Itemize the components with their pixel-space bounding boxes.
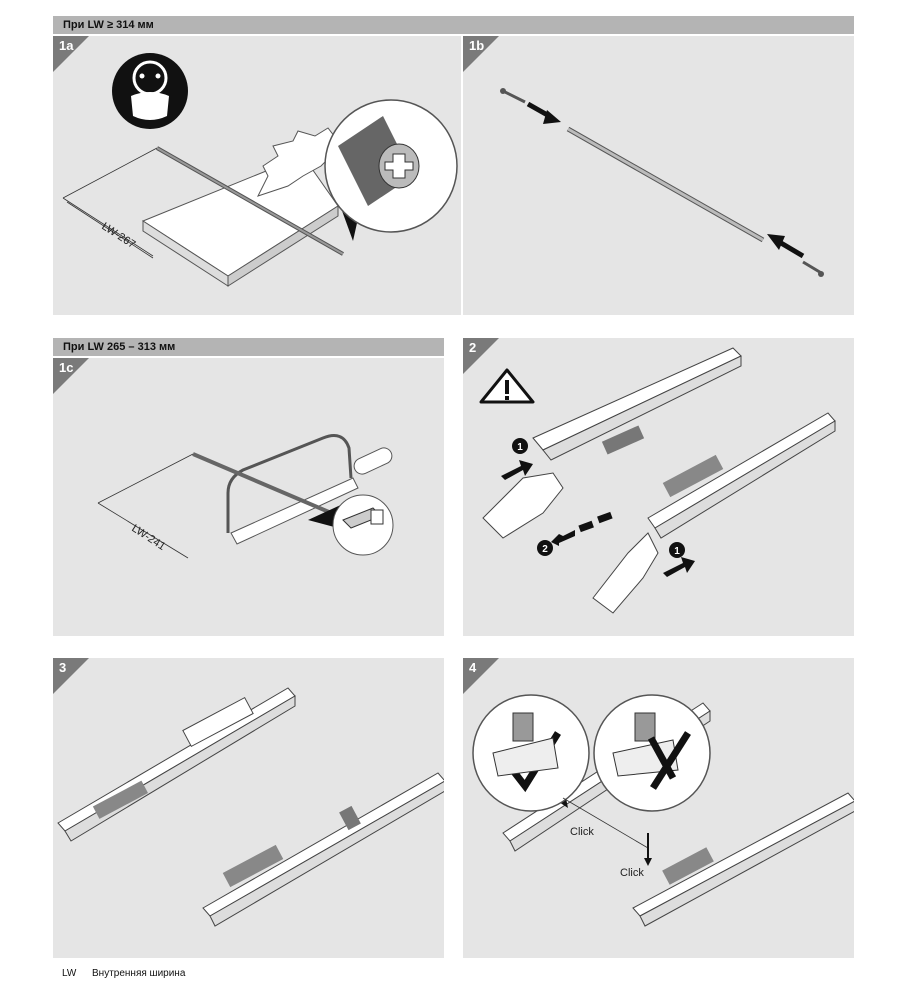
step-number: 2 — [469, 340, 477, 355]
clip-detail-wrong — [612, 712, 679, 777]
legend-abbr: LW — [62, 968, 77, 979]
section-header-lw-314: При LW ≥ 314 мм — [53, 16, 854, 34]
runner-right — [632, 792, 854, 927]
cross-icon — [647, 731, 691, 790]
step-number: 3 — [59, 660, 67, 675]
saw-blade-icon — [257, 127, 339, 197]
rod-endcap-detail — [338, 116, 420, 206]
rod-profile-detail — [342, 507, 384, 529]
warning-icon — [479, 368, 535, 404]
marker-1-label: 1 — [517, 442, 523, 453]
hacksaw-icon — [226, 434, 393, 545]
dimension-label-lw241: LW-241 — [129, 522, 167, 552]
section-header-text: При LW ≥ 314 мм — [63, 19, 154, 31]
legend: LW Внутренняя ширина — [62, 968, 185, 979]
hand-icon — [592, 532, 659, 614]
runner-pair-illustration — [57, 687, 444, 927]
panel-1c: LW-241 1c — [53, 358, 444, 636]
step-number: 1b — [469, 38, 485, 53]
runner-removal-illustration: 1 2 1 — [479, 347, 836, 614]
step-tab-3: 3 — [53, 658, 89, 694]
panel-3: 3 — [53, 658, 444, 958]
section-header-text: При LW 265 – 313 мм — [63, 341, 176, 353]
step-number: 1a — [59, 38, 74, 53]
mask-icon — [112, 53, 188, 129]
section-header-lw-265-313: При LW 265 – 313 мм — [53, 338, 444, 356]
runner-lower — [647, 412, 836, 539]
runner-click-illustration: Click Click — [472, 694, 854, 927]
arrow-icon — [501, 460, 533, 480]
panel-1a: LW-267 1a — [53, 36, 461, 315]
click-label-1: Click — [570, 826, 594, 838]
step-tab-1c: 1c — [53, 358, 89, 394]
click-label-2: Click — [620, 867, 644, 879]
step-marker-1b: 1 — [669, 542, 685, 558]
saw-board-illustration: LW-267 — [62, 53, 458, 287]
arrow-icon — [551, 511, 613, 546]
marker-1b-label: 1 — [674, 546, 680, 557]
hand-icon — [482, 472, 564, 539]
step-tab-1b: 1b — [463, 36, 499, 72]
clip-detail-correct — [492, 712, 559, 777]
rod-assembly-illustration — [500, 88, 824, 277]
arrow-icon — [663, 557, 695, 577]
step-marker-2: 2 — [537, 540, 553, 556]
endcap-right — [802, 260, 824, 277]
arrow-icon — [767, 234, 805, 259]
runner-left — [57, 687, 296, 842]
step-tab-2: 2 — [463, 338, 499, 374]
step-tab-4: 4 — [463, 658, 499, 694]
hacksaw-illustration: LW-241 — [97, 434, 394, 559]
board-shape — [141, 155, 339, 287]
step-tab-1a: 1a — [53, 36, 89, 72]
endcap-left — [500, 88, 526, 104]
runner-right — [202, 772, 444, 927]
runner-upper — [532, 347, 742, 461]
step-marker-1: 1 — [512, 438, 528, 454]
dimension-label-lw267: LW-267 — [99, 220, 137, 250]
legend-text: Внутренняя ширина — [92, 968, 186, 979]
arrow-icon — [526, 101, 561, 124]
panel-4: Click Click 4 — [463, 658, 854, 958]
marker-2-label: 2 — [542, 544, 548, 555]
panel-2: 1 2 1 2 — [463, 338, 854, 636]
step-number: 4 — [469, 660, 477, 675]
step-number: 1c — [59, 360, 74, 375]
panel-1b: 1b — [463, 36, 854, 315]
